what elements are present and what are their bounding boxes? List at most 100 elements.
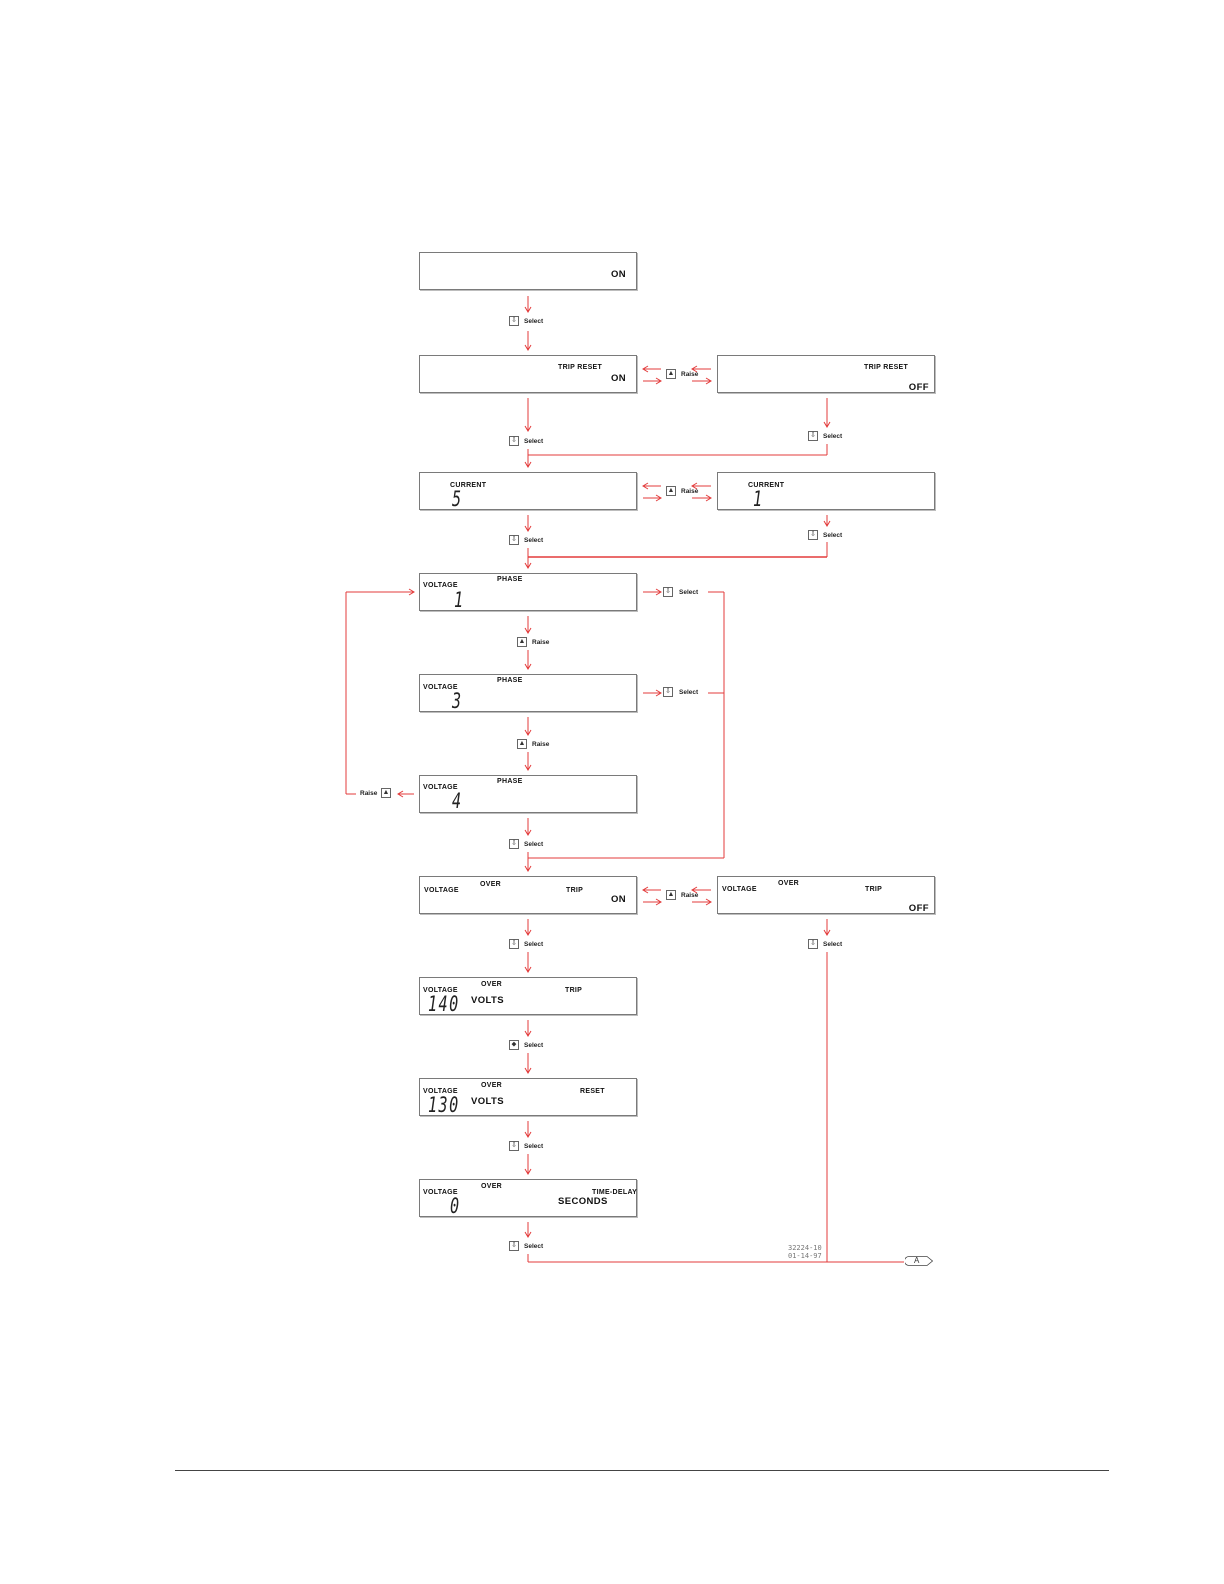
select-label: Select: [524, 1042, 544, 1049]
unit-text: SECONDS: [558, 1196, 608, 1207]
select-label: Select: [524, 941, 544, 948]
display-panel-on: ON: [419, 252, 637, 290]
phase-digits: 3: [452, 689, 463, 713]
arrow-head: [823, 520, 831, 527]
arrow-head: [655, 377, 662, 385]
arrow-head: [524, 729, 532, 736]
over-label: OVER: [480, 881, 502, 888]
select-key-icon: ⇩: [509, 436, 519, 446]
arrow-head: [524, 425, 532, 432]
arrow-head: [642, 482, 649, 490]
trip-reset-label: TRIP RESET: [864, 364, 909, 371]
arrow-head: [823, 929, 831, 936]
select-key-icon: ⇩: [663, 687, 673, 697]
state-text: OFF: [908, 382, 929, 393]
arrow-head: [524, 1067, 532, 1074]
state-text: ON: [610, 269, 626, 280]
arrow-head: [655, 898, 662, 906]
arrow-head: [524, 1168, 532, 1175]
over-label: OVER: [481, 981, 503, 988]
display-panel-trip-reset-on: TRIP RESET ON: [419, 355, 637, 393]
arrow-head: [524, 1231, 532, 1238]
arrow-head: [524, 525, 532, 532]
raise-key-icon: ▲: [666, 890, 676, 900]
select-label: Select: [524, 537, 544, 544]
arrow-head: [705, 377, 712, 385]
select-label: Select: [524, 1243, 544, 1250]
arrow-head: [691, 886, 698, 894]
select-label: Select: [823, 433, 843, 440]
raise-label: Raise: [681, 892, 699, 899]
trip-label: TRIP: [865, 886, 883, 893]
voltage-label: VOLTAGE: [722, 886, 757, 893]
current-digits: 5: [452, 487, 463, 511]
raise-key-icon: ▲: [517, 637, 527, 647]
arrow-head: [408, 588, 415, 596]
raise-label: Raise: [681, 371, 699, 378]
select-key-icon: ⇩: [509, 535, 519, 545]
time-delay-label: TIME-DELAY: [592, 1189, 638, 1196]
arrow-head: [705, 898, 712, 906]
voltage-label: VOLTAGE: [423, 784, 458, 791]
arrow-head: [642, 365, 649, 373]
delay-digits: 0: [450, 1194, 461, 1218]
figure-number: 32224-10: [788, 1244, 822, 1252]
connector-label: A: [914, 1256, 920, 1265]
phase-label: PHASE: [497, 677, 523, 684]
phase-digits: 1: [454, 588, 465, 612]
arrow-head: [524, 1131, 532, 1138]
raise-key-icon: ▲: [666, 486, 676, 496]
arrow-head: [705, 494, 712, 502]
arrow-head: [524, 663, 532, 670]
select-label: Select: [524, 318, 544, 325]
trip-label: TRIP: [566, 887, 584, 894]
phase-label: PHASE: [497, 778, 523, 785]
voltage-label: VOLTAGE: [423, 684, 458, 691]
display-panel-time-delay-0-seconds: OVER VOLTAGE TIME-DELAY 0 SECONDS: [419, 1179, 637, 1217]
select-key-icon: ⇩: [509, 316, 519, 326]
over-label: OVER: [481, 1082, 503, 1089]
figure-date: 01-14-97: [788, 1252, 822, 1260]
state-text: ON: [610, 373, 626, 384]
select-label: Select: [679, 689, 699, 696]
display-panel-trip-140-volts: OVER VOLTAGE TRIP 140 VOLTS: [419, 977, 637, 1015]
raise-key-icon: ▲: [381, 788, 391, 798]
arrow-head: [524, 865, 532, 872]
voltage-label: VOLTAGE: [424, 887, 459, 894]
arrow-head: [655, 588, 662, 596]
phase-digits: 4: [452, 789, 463, 813]
trip-volts-digits: 140: [428, 992, 460, 1016]
select-key-icon: ⬥: [509, 1040, 519, 1050]
select-label: Select: [679, 589, 699, 596]
arrow-head: [691, 365, 698, 373]
arrow-head: [524, 929, 532, 936]
voltage-label: VOLTAGE: [423, 1189, 458, 1196]
display-panel-phase-3: PHASE VOLTAGE 3: [419, 674, 637, 712]
arrow-head: [691, 482, 698, 490]
reset-volts-digits: 130: [428, 1093, 460, 1117]
arrow-head: [524, 966, 532, 973]
select-label: Select: [524, 1143, 544, 1150]
select-key-icon: ⇩: [808, 939, 818, 949]
over-label: OVER: [778, 880, 800, 887]
display-panel-overvoltage-trip-off: OVER VOLTAGE TRIP OFF: [717, 876, 935, 914]
select-label: Select: [524, 841, 544, 848]
arrow-head: [524, 306, 532, 313]
select-key-icon: ⇩: [509, 1241, 519, 1251]
display-panel-current-5: CURRENT 5: [419, 472, 637, 510]
arrow-head: [524, 562, 532, 569]
state-text: OFF: [908, 903, 929, 914]
select-label: Select: [823, 532, 843, 539]
select-key-icon: ⇩: [509, 1141, 519, 1151]
display-panel-overvoltage-trip-on: OVER VOLTAGE TRIP ON: [419, 876, 637, 914]
display-panel-current-1: CURRENT 1: [717, 472, 935, 510]
unit-text: VOLTS: [471, 1096, 504, 1107]
raise-label: Raise: [360, 790, 378, 797]
raise-label: Raise: [681, 488, 699, 495]
over-label: OVER: [481, 1183, 503, 1190]
phase-label: PHASE: [497, 576, 523, 583]
unit-text: VOLTS: [471, 995, 504, 1006]
arrow-head: [524, 764, 532, 771]
arrow-head: [524, 627, 532, 634]
